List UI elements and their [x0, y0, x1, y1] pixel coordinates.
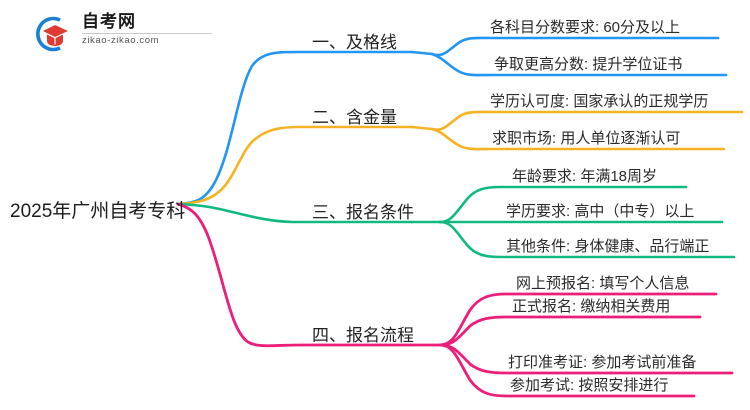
leaf-node-2-2[interactable]: 求职市场: 用人单位逐渐认可 [492, 130, 681, 147]
logo-mark-icon [36, 16, 68, 52]
leaf-node-4-2[interactable]: 正式报名: 缴纳相关费用 [512, 298, 671, 315]
branch-node-2[interactable]: 二、含金量 [312, 108, 397, 127]
edge-b1-c2 [430, 52, 728, 77]
edge-b3-c3 [438, 220, 736, 259]
leaf-node-4-4[interactable]: 参加考试: 按照安排进行 [510, 377, 669, 394]
edge-b1-c1 [410, 36, 720, 57]
edge-b4-c3 [438, 343, 734, 375]
edge-b4-c2 [438, 315, 702, 347]
leaf-node-1-2[interactable]: 争取更高分数: 提升学位证书 [494, 56, 683, 73]
leaf-node-3-3[interactable]: 其他条件: 身体健康、品行端正 [506, 238, 710, 255]
leaf-node-4-1[interactable]: 网上预报名: 填写个人信息 [516, 275, 690, 292]
edge-b2-c1 [410, 110, 744, 131]
edge-b4-c4 [438, 343, 696, 398]
leaf-node-2-1[interactable]: 学历认可度: 国家承认的正规学历 [490, 93, 709, 110]
logo-name: 自考网 [82, 12, 136, 31]
branch-node-1[interactable]: 一、及格线 [312, 33, 397, 52]
branch-node-3[interactable]: 三、报名条件 [312, 203, 414, 222]
edge-b3-c1 [410, 185, 688, 224]
edge-root-branch-2 [176, 125, 414, 206]
leaf-node-4-3[interactable]: 打印准考证: 参加考试前准备 [508, 354, 697, 371]
leaf-node-3-2[interactable]: 学历要求: 高中（中专）以上 [506, 203, 695, 220]
branch-node-4[interactable]: 四、报名流程 [312, 326, 414, 345]
leaf-node-1-1[interactable]: 各科目分数要求: 60分及以上 [490, 19, 681, 36]
logo-divider [82, 33, 212, 34]
edge-b2-c2 [430, 127, 726, 151]
site-logo: 自考网 zikao-zikao.com [30, 10, 230, 58]
logo-text-block: 自考网 zikao-zikao.com [82, 12, 222, 47]
edge-root-branch-1 [176, 50, 414, 206]
edge-root-branch-3 [176, 202, 414, 224]
leaf-node-3-1[interactable]: 年龄要求: 年满18周岁 [512, 168, 658, 185]
logo-url: zikao-zikao.com [82, 35, 160, 46]
edge-root-branch-4 [176, 202, 414, 348]
root-node[interactable]: 2025年广州自考专科 [10, 201, 186, 222]
